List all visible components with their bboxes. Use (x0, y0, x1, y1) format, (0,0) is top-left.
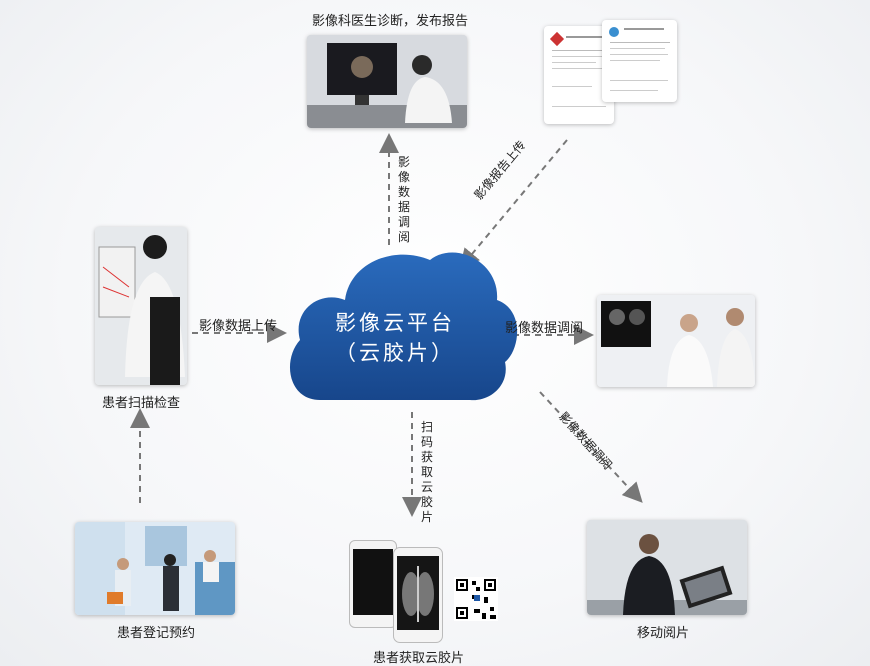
doctor-diagnosis-photo (307, 35, 467, 128)
edge-label-cloud-to-consult: 影像数据调阅 (505, 321, 584, 336)
mobile-viewing-illustration (587, 520, 747, 615)
consultation-photo (597, 295, 755, 387)
cloud-shape (289, 252, 518, 401)
scan-operator-illustration (95, 227, 187, 385)
mobile-view-label: 移动阅片 (637, 626, 690, 641)
qr-code-graphic (454, 577, 498, 621)
phone-right (393, 547, 443, 643)
qr-code-icon[interactable] (454, 577, 498, 621)
mobile-view-photo (587, 520, 747, 615)
cloud-platform: 影像云平台 （云胶片） (290, 308, 500, 368)
phone-left-screen (353, 549, 393, 615)
patient-scan-label: 患者扫描检查 (102, 396, 181, 411)
doctor-workstation-illustration (307, 35, 467, 128)
registration-illustration (75, 522, 235, 615)
edge-label-cloud-to-patient: 扫码获取云胶片 (420, 420, 433, 524)
patient-register-label: 患者登记预约 (117, 626, 196, 641)
patient-scan-photo (95, 227, 187, 385)
edge-label-cloud-to-doctor: 影像数据调阅 (397, 155, 410, 244)
report-lines (549, 31, 606, 107)
phone-left (349, 540, 397, 628)
patient-get-film-label: 患者获取云胶片 (373, 651, 465, 666)
arrow-report-to-cloud (459, 139, 568, 270)
doctor-diagnosis-label: 影像科医生诊断，发布报告 (312, 14, 469, 29)
edge-label-scan-to-cloud: 影像数据上传 (199, 319, 278, 334)
patient-register-photo (75, 522, 235, 615)
cloud-title: 影像云平台 (335, 311, 455, 335)
consultation-illustration (597, 295, 755, 387)
cloud-subtitle: （云胶片） (335, 341, 455, 365)
phone-right-screen (397, 556, 439, 630)
report-document-2 (602, 20, 677, 102)
report-lines-2 (609, 27, 670, 91)
arrow-cloud-to-mobile (539, 391, 643, 503)
chest-xray-icon (402, 566, 434, 622)
